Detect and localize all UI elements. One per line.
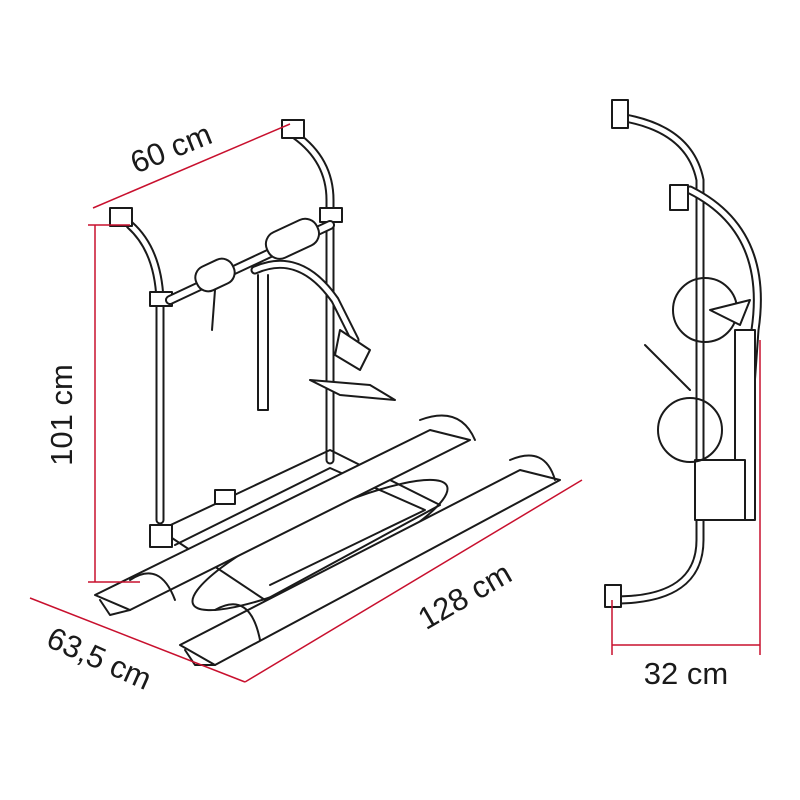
dim-line-60 <box>92 123 291 209</box>
rack-perspective-drawing <box>94 119 561 666</box>
dim-label-width-top: 60 cm <box>125 116 216 180</box>
dim-line-63-5 <box>29 597 246 683</box>
dim-label-folded-depth: 32 cm <box>644 656 728 691</box>
dim-label-length: 128 cm <box>412 555 518 636</box>
dim-label-depth: 63,5 cm <box>42 620 157 697</box>
dimension-lines <box>29 123 761 683</box>
dim-label-height: 101 cm <box>44 364 79 466</box>
dim-line-128 <box>244 479 583 683</box>
rack-side-view-drawing <box>604 99 762 608</box>
